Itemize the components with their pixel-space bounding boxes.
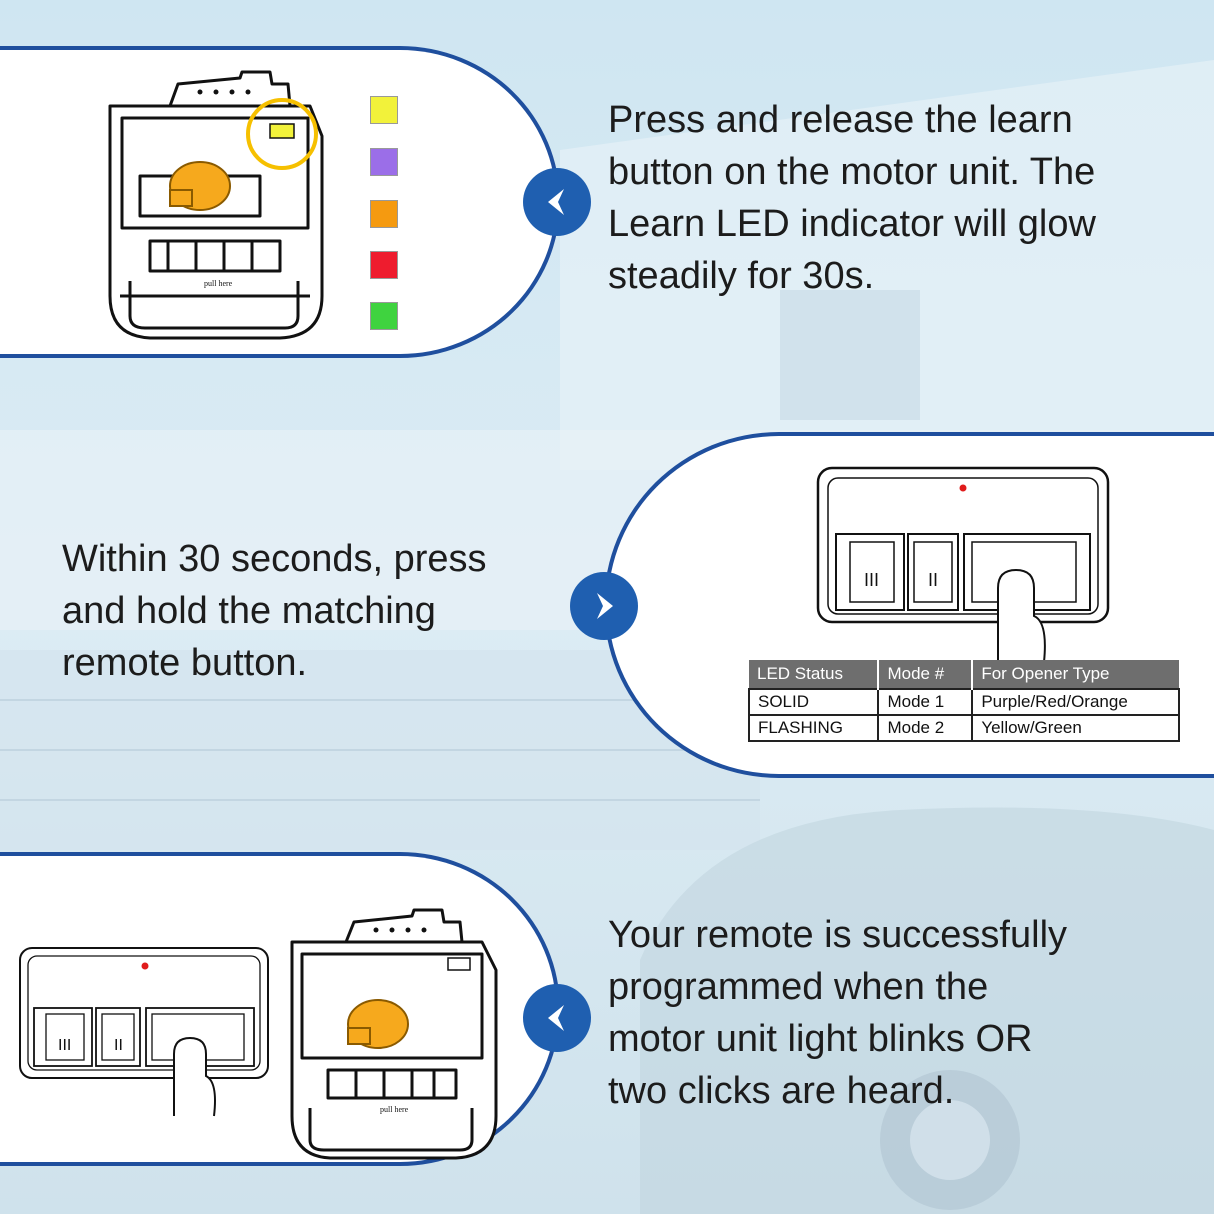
led-table-header-row: LED Status Mode # For Opener Type xyxy=(749,660,1179,689)
remote-button-label-2: II xyxy=(114,1037,123,1054)
step-2-text: Within 30 seconds, press and hold the ma… xyxy=(62,533,487,689)
chevron-left-icon xyxy=(548,1005,564,1031)
remote-button-label-2: II xyxy=(928,570,938,590)
chevron-left-icon xyxy=(548,189,564,215)
remote-button-label-1: III xyxy=(864,570,879,590)
remote-illustration-2: III II xyxy=(19,947,269,1117)
color-swatch-red xyxy=(370,251,398,279)
led-table-cell: FLASHING xyxy=(747,714,880,742)
remote-led xyxy=(959,484,967,492)
step-3-line-4: two clicks are heard. xyxy=(608,1070,955,1112)
remote-led xyxy=(141,962,149,970)
step-1-arrow xyxy=(523,168,591,236)
led-table-cell: Yellow/Green xyxy=(971,714,1180,742)
remote-illustration-1: III II xyxy=(816,466,1110,663)
motor-unit-illustration-2: pull here xyxy=(290,908,498,1160)
step-1-text: Press and release the learn button on th… xyxy=(608,94,1096,302)
step-3-line-3: motor unit light blinks OR xyxy=(608,1018,1033,1060)
led-table-cell: Mode 2 xyxy=(877,714,974,742)
step-2-line-3: remote button. xyxy=(62,642,308,684)
step-2-arrow xyxy=(570,572,638,640)
remote-button-label-1: III xyxy=(58,1037,71,1054)
color-swatch-purple xyxy=(370,148,398,176)
led-table-cell: SOLID xyxy=(747,688,880,716)
pull-here-label: pull here xyxy=(204,279,233,288)
led-table-cell: Mode 1 xyxy=(877,688,974,716)
step-3-text: Your remote is successfully programmed w… xyxy=(608,909,1067,1117)
motor-unit-illustration-1: pull here xyxy=(108,70,324,340)
color-swatch-orange xyxy=(370,200,398,228)
step-3-line-2: programmed when the xyxy=(608,966,989,1008)
led-table-header: LED Status xyxy=(749,660,879,689)
finger-icon xyxy=(173,1036,216,1117)
step-1-line-1: Press and release the learn xyxy=(608,99,1073,141)
color-swatch-yellow xyxy=(370,96,398,124)
led-table-row: SOLID Mode 1 Purple/Red/Orange xyxy=(747,688,1180,716)
step-2-line-2: and hold the matching xyxy=(62,590,436,632)
led-table-row: FLASHING Mode 2 Yellow/Green xyxy=(747,714,1180,742)
step-1-line-3: Learn LED indicator will glow xyxy=(608,203,1096,245)
pull-here-label: pull here xyxy=(380,1105,409,1114)
finger-icon xyxy=(997,568,1046,663)
led-table-header: For Opener Type xyxy=(971,660,1179,689)
led-table-cell: Purple/Red/Orange xyxy=(971,688,1180,716)
color-swatch-green xyxy=(370,302,398,330)
chevron-right-icon xyxy=(597,593,613,619)
led-table-header: Mode # xyxy=(877,660,973,689)
step-2-line-1: Within 30 seconds, press xyxy=(62,538,487,580)
step-1-line-4: steadily for 30s. xyxy=(608,255,875,297)
step-3-line-1: Your remote is successfully xyxy=(608,914,1068,956)
step-3-arrow xyxy=(523,984,591,1052)
step-1-line-2: button on the motor unit. The xyxy=(608,151,1096,193)
led-status-table: LED Status Mode # For Opener Type SOLID … xyxy=(747,660,1180,742)
